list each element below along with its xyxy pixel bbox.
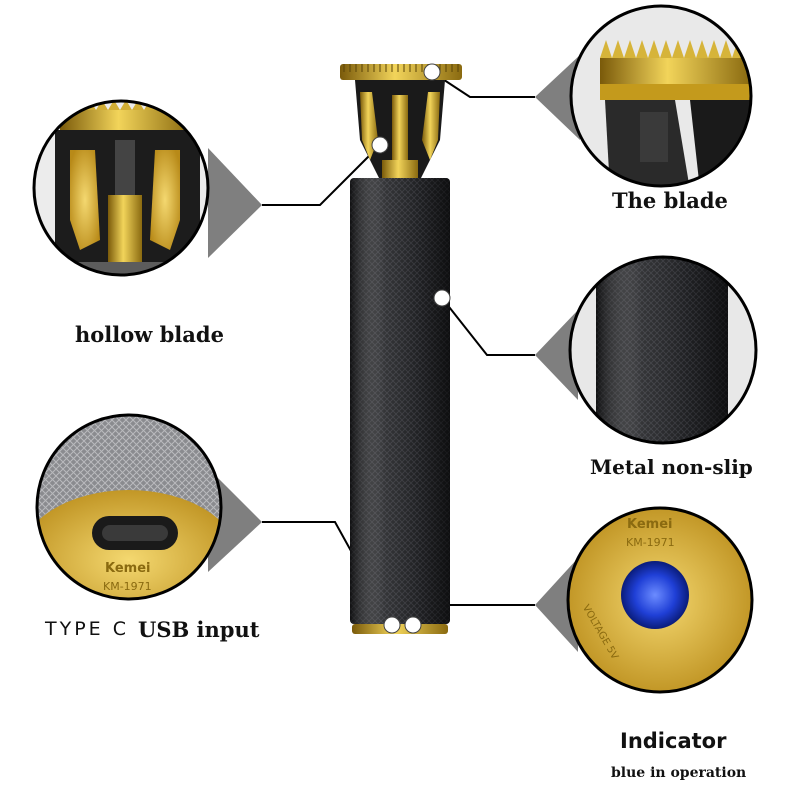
callout-pointers <box>208 55 580 652</box>
label-blue-in-operation: blue in operation <box>611 765 747 781</box>
pointer-metal <box>535 310 578 400</box>
label-metal-non-slip: Metal non-slip <box>590 455 753 479</box>
line-hollow <box>262 144 381 206</box>
usb-brand-text: Kemei <box>105 561 150 576</box>
label-the-blade: The blade <box>612 188 728 213</box>
trimmer <box>340 63 462 634</box>
callout-hollow-blade <box>32 99 210 277</box>
callout-the-blade <box>569 4 753 188</box>
callout-indicator: Kemei KM-1971 VOLTAGE 5V POWER 3W <box>566 506 754 694</box>
label-type-c: TYPE C <box>45 618 129 640</box>
ind-model-text: KM-1971 <box>626 536 675 549</box>
ind-brand-text: Kemei <box>627 517 672 532</box>
pointer-hollow <box>208 148 262 258</box>
pointer-indicator <box>535 558 578 652</box>
label-hollow-blade: hollow blade <box>75 322 224 347</box>
callout-usb-input: Kemei KM-1971 <box>35 413 223 601</box>
usb-model-text: KM-1971 <box>103 580 152 593</box>
label-usb-input: USB input <box>138 617 260 642</box>
pointer-blade <box>535 55 580 140</box>
top-blade <box>340 64 462 80</box>
label-indicator: Indicator <box>620 729 727 753</box>
gold-base <box>352 624 448 634</box>
indicator-led <box>621 561 689 629</box>
callout-metal-non-slip <box>568 255 758 445</box>
line-metal <box>441 297 535 356</box>
